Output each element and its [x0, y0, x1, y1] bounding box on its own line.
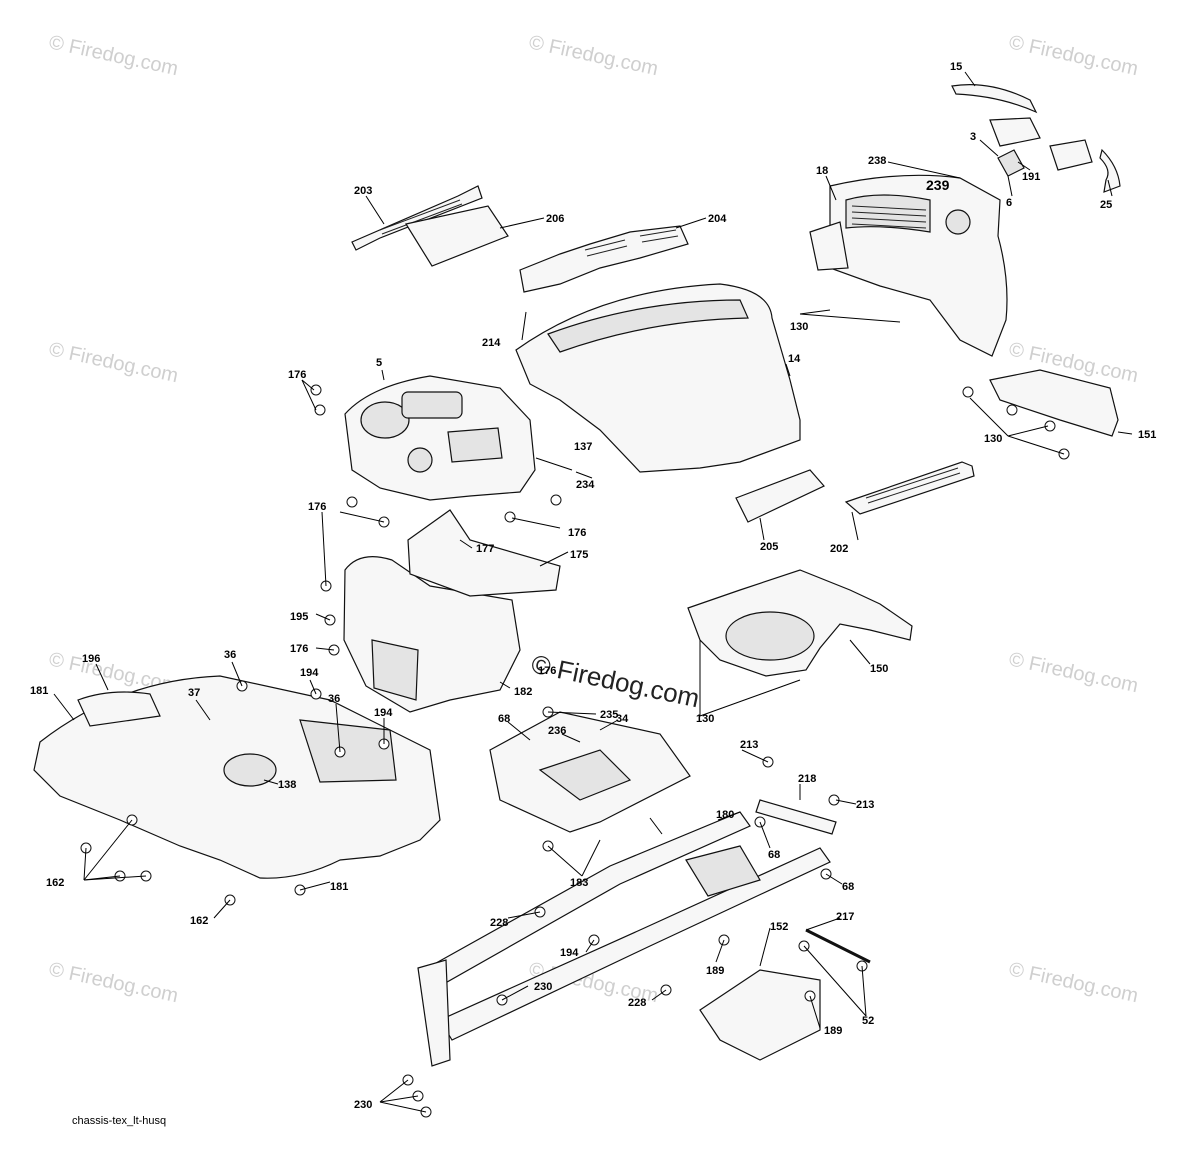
label-182: 182: [514, 686, 532, 698]
label-183: 183: [570, 877, 588, 889]
label-151: 151: [1138, 429, 1156, 441]
part-151-pan: [989, 369, 1119, 437]
label-6: 6: [1006, 197, 1012, 209]
label-175: 175: [570, 549, 588, 561]
part-152-plate: [699, 969, 821, 1061]
label-162: 162: [190, 915, 208, 927]
part-labels: 15 3 191 6 25 238 239 18 203 206 204 130…: [30, 61, 1156, 1111]
part-206-bracket: [405, 205, 509, 267]
label-130: 130: [984, 433, 1002, 445]
label-228: 228: [490, 917, 508, 929]
watermark: © Firedog.com: [47, 31, 180, 80]
label-191: 191: [1022, 171, 1040, 183]
label-68: 68: [498, 713, 510, 725]
label-239: 239: [926, 177, 950, 193]
part-5-dash: [344, 375, 536, 501]
label-181: 181: [30, 685, 48, 697]
part-217-rod: [805, 928, 871, 964]
part-203-rail: [351, 185, 483, 251]
label-238: 238: [868, 155, 886, 167]
watermark: © Firedog.com: [527, 31, 660, 80]
label-213: 213: [856, 799, 874, 811]
part-body-shell: [515, 283, 825, 523]
label-217: 217: [836, 911, 854, 923]
leader-lines: [53, 71, 1133, 1113]
label-14: 14: [788, 353, 801, 365]
label-176: 176: [288, 369, 306, 381]
label-204: 204: [708, 213, 727, 225]
label-25: 25: [1100, 199, 1112, 211]
label-176: 176: [538, 665, 556, 677]
part-3-191-6-cover: [989, 117, 1093, 177]
label-34: 34: [616, 713, 629, 725]
label-52: 52: [862, 1015, 874, 1027]
label-68: 68: [768, 849, 780, 861]
label-228: 228: [628, 997, 646, 1009]
label-194: 194: [300, 667, 319, 679]
label-176: 176: [290, 643, 308, 655]
part-hood-front: [809, 174, 1008, 357]
label-138: 138: [278, 779, 296, 791]
part-218-bracket: [755, 799, 837, 835]
label-15: 15: [950, 61, 962, 73]
label-194: 194: [374, 707, 393, 719]
watermark: © Firedog.com: [1007, 648, 1140, 697]
part-15-trim: [951, 84, 1038, 114]
watermarks: © Firedog.com © Firedog.com © Firedog.co…: [47, 31, 1140, 1007]
label-162: 162: [46, 877, 64, 889]
label-236: 236: [548, 725, 566, 737]
label-230: 230: [534, 981, 552, 993]
label-189: 189: [824, 1025, 842, 1037]
label-196: 196: [82, 653, 100, 665]
label-5: 5: [376, 357, 382, 369]
label-235: 235: [600, 709, 618, 721]
label-213: 213: [740, 739, 758, 751]
label-234: 234: [576, 479, 595, 491]
label-206: 206: [546, 213, 564, 225]
part-202-bar: [844, 461, 975, 515]
label-180: 180: [716, 809, 734, 821]
label-177: 177: [476, 543, 494, 555]
label-36: 36: [224, 649, 236, 661]
part-204-panel: [519, 225, 689, 293]
label-3: 3: [970, 131, 976, 143]
watermark-center: © Firedog.com: [529, 649, 702, 714]
part-150-fender: [687, 569, 913, 677]
label-68: 68: [842, 881, 854, 893]
part-182-lower-panel: [343, 509, 561, 713]
label-130: 130: [790, 321, 808, 333]
watermark: © Firedog.com: [1007, 31, 1140, 80]
watermark: © Firedog.com: [47, 958, 180, 1007]
part-180-frame: [417, 811, 831, 1067]
label-37: 37: [188, 687, 200, 699]
label-194: 194: [560, 947, 579, 959]
label-214: 214: [482, 337, 501, 349]
diagram-caption: chassis-tex_lt-husq: [72, 1115, 166, 1127]
part-34-seat-plate: [489, 711, 691, 833]
label-230: 230: [354, 1099, 372, 1111]
watermark: © Firedog.com: [1007, 958, 1140, 1007]
label-130: 130: [696, 713, 714, 725]
label-152: 152: [770, 921, 788, 933]
label-36: 36: [328, 693, 340, 705]
label-18: 18: [816, 165, 828, 177]
label-181: 181: [330, 881, 348, 893]
label-176: 176: [308, 501, 326, 513]
label-150: 150: [870, 663, 888, 675]
part-25-bracket: [1099, 148, 1121, 193]
label-203: 203: [354, 185, 372, 197]
label-218: 218: [798, 773, 816, 785]
label-137: 137: [574, 441, 592, 453]
label-189: 189: [706, 965, 724, 977]
label-176: 176: [568, 527, 586, 539]
watermark: © Firedog.com: [47, 338, 180, 387]
part-37-footrest: [33, 675, 441, 879]
label-195: 195: [290, 611, 308, 623]
label-202: 202: [830, 543, 848, 555]
label-205: 205: [760, 541, 778, 553]
